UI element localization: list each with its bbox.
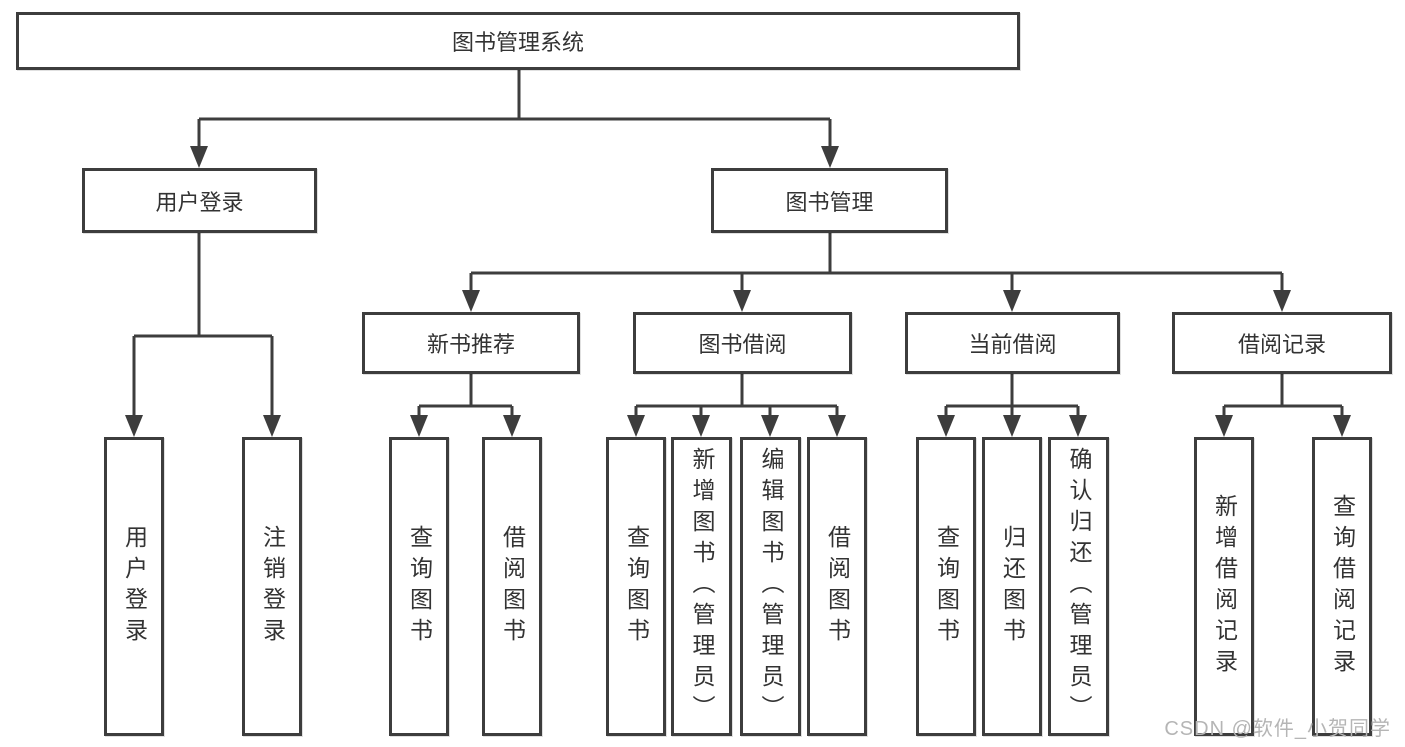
leaf-current-confirm-return-admin: 确认归还（管理员）: [1048, 437, 1109, 736]
leaf-record-add-borrow-record: 新增借阅记录: [1194, 437, 1254, 736]
connector-userlogin-to-leaves: [132, 233, 274, 419]
arrow-down-icon: [190, 146, 208, 168]
node-root-library-system: 图书管理系统: [16, 12, 1020, 70]
arrow-down-icon: [821, 146, 839, 168]
arrow-down-icon: [125, 415, 143, 437]
connector-bookmgmt-to-level3: [469, 233, 1284, 294]
node-current-borrow: 当前借阅: [905, 312, 1120, 374]
csdn-watermark: CSDN @软件_小贺同学: [1164, 718, 1391, 740]
arrow-down-icon: [410, 415, 428, 437]
connector-newbook-to-leaves: [417, 374, 514, 419]
connector-currentborrow-to-leaves: [944, 374, 1080, 419]
arrow-down-icon: [627, 415, 645, 437]
leaf-borrow-borrow-books: 借阅图书: [807, 437, 867, 736]
leaf-current-return-books: 归还图书: [982, 437, 1042, 736]
arrow-down-icon: [692, 415, 710, 437]
arrow-down-icon: [733, 290, 751, 312]
connector-borrowrecord-to-leaves: [1222, 374, 1344, 419]
node-user-login: 用户登录: [82, 168, 317, 233]
arrow-down-icon: [828, 415, 846, 437]
node-borrow-records: 借阅记录: [1172, 312, 1392, 374]
leaf-logout: 注销登录: [242, 437, 302, 736]
arrow-down-icon: [503, 415, 521, 437]
arrow-down-icon: [937, 415, 955, 437]
node-book-borrow: 图书借阅: [633, 312, 852, 374]
arrow-down-icon: [1215, 415, 1233, 437]
leaf-borrow-add-books-admin: 新增图书（管理员）: [671, 437, 732, 736]
leaf-record-query-borrow-record: 查询借阅记录: [1312, 437, 1372, 736]
arrow-down-icon: [1069, 415, 1087, 437]
arrow-down-icon: [1273, 290, 1291, 312]
node-book-management: 图书管理: [711, 168, 948, 233]
connector-bookborrow-to-leaves: [634, 374, 839, 419]
arrow-down-icon: [263, 415, 281, 437]
node-new-book-recommend: 新书推荐: [362, 312, 580, 374]
arrow-down-icon: [1003, 290, 1021, 312]
arrow-down-icon: [1003, 415, 1021, 437]
leaf-newbook-query-books: 查询图书: [389, 437, 449, 736]
arrow-down-icon: [1333, 415, 1351, 437]
arrow-down-icon: [761, 415, 779, 437]
leaf-user-login: 用户登录: [104, 437, 164, 736]
arrow-down-icon: [462, 290, 480, 312]
leaf-borrow-edit-books-admin: 编辑图书（管理员）: [740, 437, 801, 736]
leaf-borrow-query-books: 查询图书: [606, 437, 666, 736]
leaf-newbook-borrow-books: 借阅图书: [482, 437, 542, 736]
leaf-current-query-books: 查询图书: [916, 437, 976, 736]
connector-root-to-level2: [197, 70, 832, 150]
